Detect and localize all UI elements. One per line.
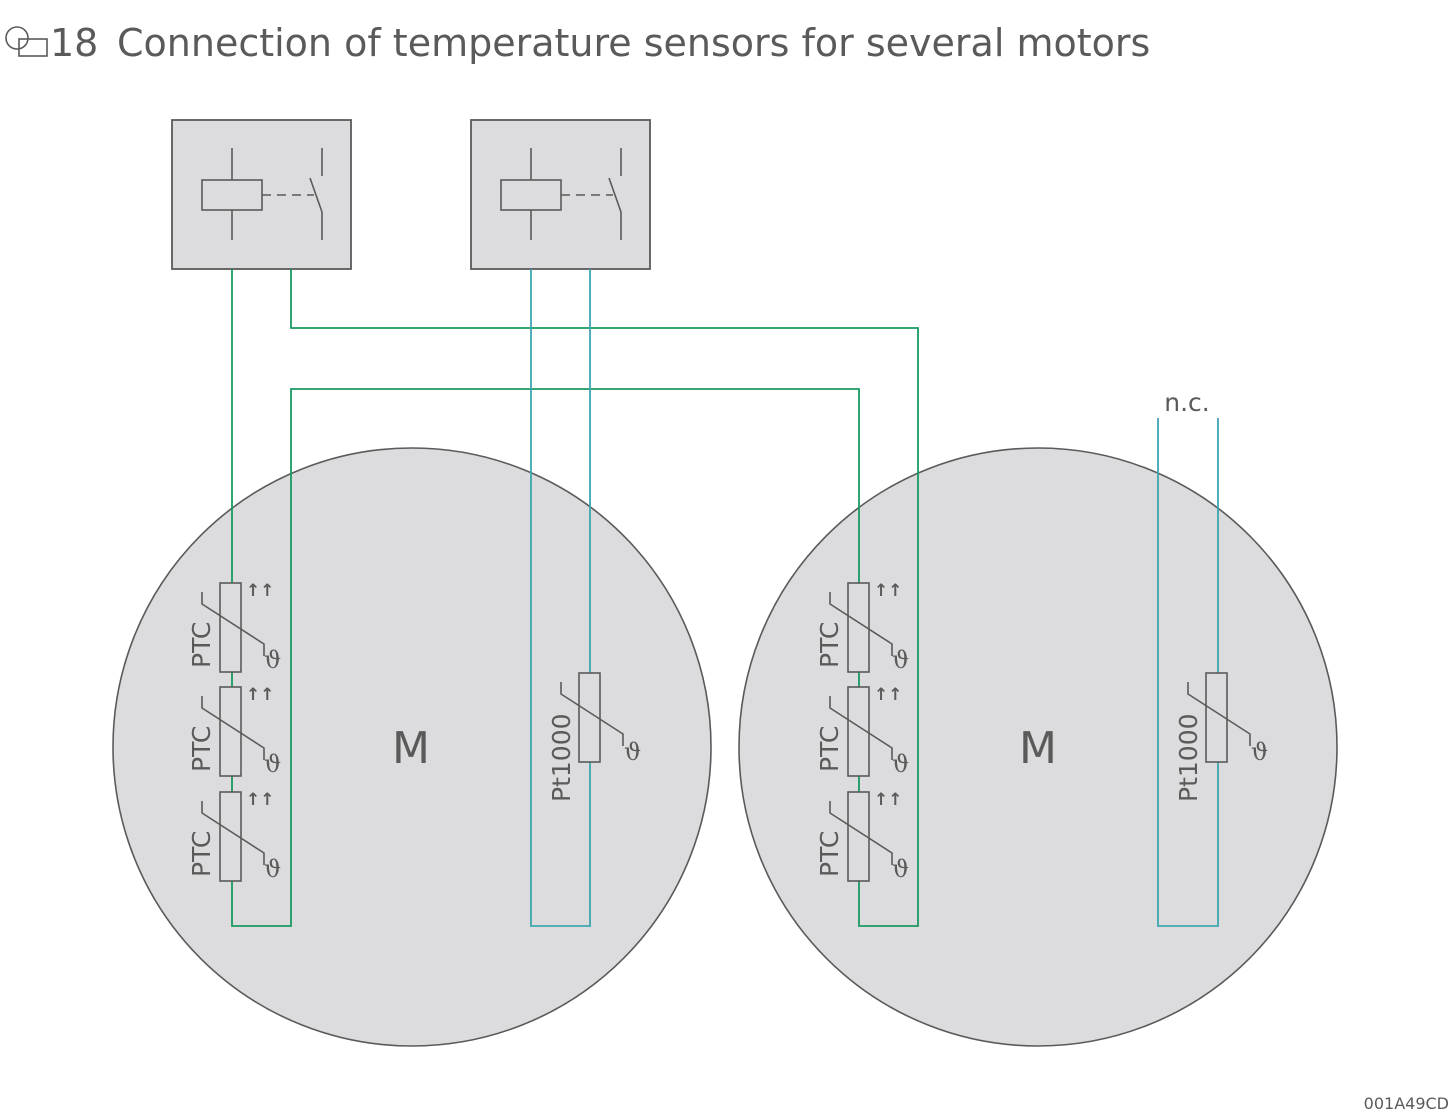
ptc-arrows-icon: ↑↑ [874, 581, 903, 601]
ptc-arrows-icon: ↑↑ [246, 790, 275, 810]
ptc-sensor: ↑↑ ϑ PTC [187, 790, 281, 883]
theta-icon: ϑ [892, 855, 909, 883]
motor-1-housing [112, 447, 712, 1047]
theta-icon: ϑ [264, 855, 281, 883]
theta-icon: ϑ [892, 646, 909, 674]
theta-icon: ϑ [264, 750, 281, 778]
motor-2-label: M [1019, 723, 1057, 774]
figure-title: Connection of temperature sensors for se… [117, 21, 1150, 65]
pt1000-wiring [530, 269, 1219, 927]
ptc-label: PTC [815, 831, 844, 877]
figure-header: 18 Connection of temperature sensors for… [5, 21, 1150, 65]
figure-icon [5, 26, 48, 57]
ptc-sensor: ↑↑ ϑ PTC [187, 581, 281, 674]
ptc-arrows-icon: ↑↑ [874, 685, 903, 705]
ptc-label: PTC [815, 726, 844, 772]
drawing-code: 001A49CD [1364, 1094, 1449, 1113]
pt1000-label: Pt1000 [1174, 713, 1203, 802]
relay-1 [171, 119, 352, 270]
motor-2-ptc-chain: ↑↑ ϑ PTC ↑↑ ϑ PTC ↑↑ ϑ PTC [815, 581, 909, 883]
not-connected-label: n.c. [1164, 388, 1209, 417]
ptc-arrows-icon: ↑↑ [246, 581, 275, 601]
ptc-label: PTC [187, 622, 216, 668]
relay-2 [470, 119, 651, 270]
motor-2-pt1000-sensor: ϑ Pt1000 [1174, 672, 1268, 802]
motor-1-label: M [392, 723, 430, 774]
ptc-label: PTC [815, 622, 844, 668]
ptc-sensor: ↑↑ ϑ PTC [187, 685, 281, 778]
motor-2-housing [738, 447, 1338, 1047]
ptc-sensor: ↑↑ ϑ PTC [815, 790, 909, 883]
ptc-arrows-icon: ↑↑ [874, 790, 903, 810]
theta-icon: ϑ [892, 750, 909, 778]
ptc-label: PTC [187, 831, 216, 877]
motor-1-pt1000-sensor: ϑ Pt1000 [547, 672, 641, 802]
theta-icon: ϑ [264, 646, 281, 674]
ptc-label: PTC [187, 726, 216, 772]
ptc-arrows-icon: ↑↑ [246, 685, 275, 705]
theta-icon: ϑ [1251, 738, 1268, 766]
ptc-sensor: ↑↑ ϑ PTC [815, 685, 909, 778]
theta-icon: ϑ [624, 738, 641, 766]
ptc-sensor: ↑↑ ϑ PTC [815, 581, 909, 674]
figure-number: 18 [50, 21, 98, 65]
motor-1-ptc-chain: ↑↑ ϑ PTC ↑↑ ϑ PTC ↑↑ ϑ PTC [187, 581, 281, 883]
pt1000-label: Pt1000 [547, 713, 576, 802]
